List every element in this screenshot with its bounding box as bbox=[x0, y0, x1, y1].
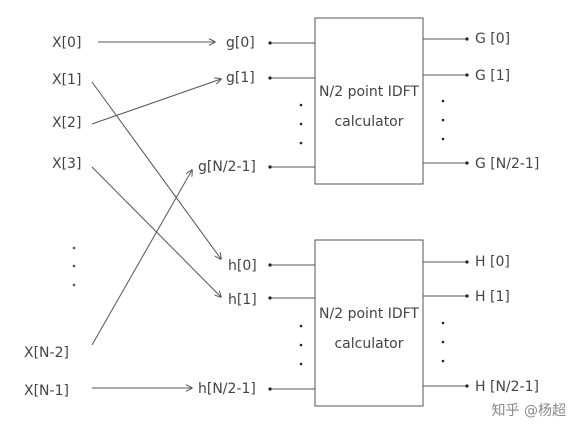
H-label-n: H [N/2-1] bbox=[475, 379, 539, 395]
input-label-x3: X[3] bbox=[52, 156, 81, 172]
top-output-wires bbox=[423, 37, 469, 165]
H-label-1: H [1] bbox=[475, 289, 510, 305]
g-label-1: g[1] bbox=[226, 70, 255, 86]
g-label-n: g[N/2-1] bbox=[198, 159, 256, 175]
arrow-x1-to-h0 bbox=[91, 81, 221, 259]
g-label-0: g[0] bbox=[226, 35, 255, 51]
routing-arrows bbox=[91, 42, 221, 388]
idft-block-bottom-subtitle: calculator bbox=[334, 336, 403, 352]
input-ellipsis bbox=[72, 246, 76, 287]
idft-block-bottom-title: N/2 point IDFT bbox=[319, 306, 419, 322]
top-input-wires bbox=[268, 41, 315, 169]
G-label-1: G [1] bbox=[475, 68, 510, 84]
h-label-1: h[1] bbox=[228, 292, 257, 308]
h-label-n: h[N/2-1] bbox=[198, 381, 256, 397]
G-label-0: G [0] bbox=[475, 31, 510, 47]
idft-block-top-title: N/2 point IDFT bbox=[319, 84, 419, 100]
input-label-x1: X[1] bbox=[52, 72, 81, 88]
input-label-xn2: X[N-2] bbox=[24, 345, 69, 361]
input-label-xn1: X[N-1] bbox=[24, 383, 69, 399]
G-label-n: G [N/2-1] bbox=[475, 156, 539, 172]
h-label-0: h[0] bbox=[228, 258, 257, 274]
idft-block-top bbox=[314, 17, 424, 185]
bottom-input-wires bbox=[268, 263, 315, 391]
watermark: 知乎 @杨超 bbox=[492, 402, 566, 419]
input-label-x0: X[0] bbox=[52, 35, 81, 51]
bottom-output-wires bbox=[423, 260, 469, 388]
input-label-x2: X[2] bbox=[52, 115, 81, 131]
arrow-xn2-to-gn bbox=[91, 170, 192, 346]
idft-block-bottom bbox=[314, 239, 424, 407]
H-label-0: H [0] bbox=[475, 254, 510, 270]
idft-block-top-subtitle: calculator bbox=[334, 114, 403, 130]
arrow-x2-to-g1 bbox=[91, 79, 221, 125]
